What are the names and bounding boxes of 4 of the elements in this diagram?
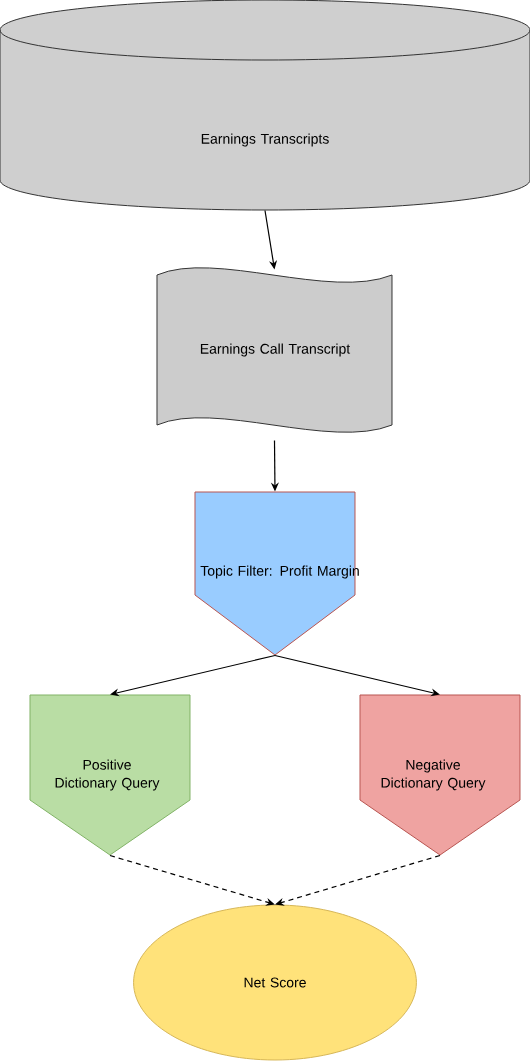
arrow <box>275 854 441 906</box>
arrow <box>110 654 276 697</box>
database-cylinder: Earnings Transcripts <box>0 0 530 211</box>
arrow <box>109 854 275 906</box>
